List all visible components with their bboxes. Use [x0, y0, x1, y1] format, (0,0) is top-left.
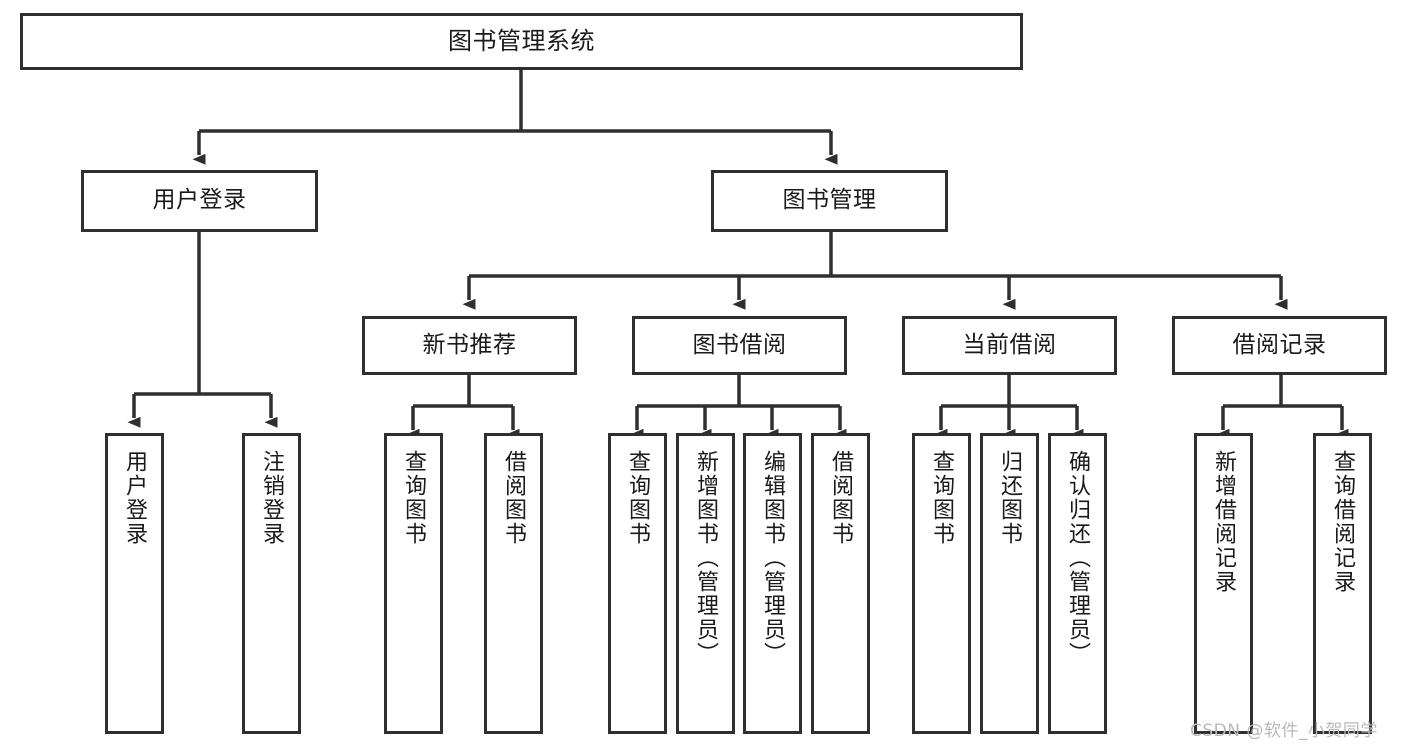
node-label: 借阅图书 [501, 450, 527, 546]
leaf-user-login-signin[interactable]: 用户登录 [105, 433, 164, 734]
node-borrow-record[interactable]: 借阅记录 [1172, 316, 1387, 375]
leaf-current-borrow-query[interactable]: 查询图书 [912, 433, 971, 734]
node-label: 借阅记录 [1232, 331, 1327, 358]
node-label: 确认归还（管理员） [1065, 450, 1091, 666]
node-label: 查询图书 [401, 450, 427, 546]
leaf-book-borrow-add-admin[interactable]: 新增图书（管理员） [676, 433, 735, 734]
node-user-login[interactable]: 用户登录 [81, 170, 318, 232]
leaf-book-borrow-edit-admin[interactable]: 编辑图书（管理员） [743, 433, 802, 734]
leaf-user-login-signout[interactable]: 注销登录 [242, 433, 301, 734]
node-label: 图书借阅 [692, 331, 787, 358]
leaf-borrow-record-add[interactable]: 新增借阅记录 [1194, 433, 1253, 734]
leaf-current-borrow-return[interactable]: 归还图书 [980, 433, 1039, 734]
node-label: 编辑图书（管理员） [760, 450, 786, 666]
node-label: 图书管理 [782, 187, 877, 214]
node-label: 用户登录 [152, 187, 247, 214]
node-label: 图书管理系统 [448, 27, 595, 56]
node-current-borrow[interactable]: 当前借阅 [902, 316, 1117, 375]
node-label: 当前借阅 [962, 331, 1057, 358]
node-label: 新增借阅记录 [1211, 450, 1237, 594]
node-root-book-management-system[interactable]: 图书管理系统 [20, 13, 1023, 70]
node-label: 用户登录 [122, 450, 148, 546]
node-label: 借阅图书 [828, 450, 854, 546]
node-label: 查询图书 [929, 450, 955, 546]
node-label: 新书推荐 [422, 331, 517, 358]
watermark-text: CSDN @软件_小贺同学 [1190, 721, 1378, 741]
leaf-new-book-borrow[interactable]: 借阅图书 [484, 433, 543, 734]
node-label: 归还图书 [997, 450, 1023, 546]
node-label: 查询借阅记录 [1330, 450, 1356, 594]
node-book-borrow[interactable]: 图书借阅 [632, 316, 847, 375]
leaf-book-borrow-query[interactable]: 查询图书 [608, 433, 667, 734]
leaf-current-borrow-confirm-admin[interactable]: 确认归还（管理员） [1048, 433, 1107, 734]
leaf-borrow-record-query[interactable]: 查询借阅记录 [1313, 433, 1372, 734]
node-book-management[interactable]: 图书管理 [711, 170, 948, 232]
node-label: 注销登录 [259, 450, 285, 546]
node-label: 查询图书 [625, 450, 651, 546]
node-new-book-recommend[interactable]: 新书推荐 [362, 316, 577, 375]
node-label: 新增图书（管理员） [693, 450, 719, 666]
leaf-new-book-query[interactable]: 查询图书 [384, 433, 443, 734]
leaf-book-borrow-borrow[interactable]: 借阅图书 [811, 433, 870, 734]
